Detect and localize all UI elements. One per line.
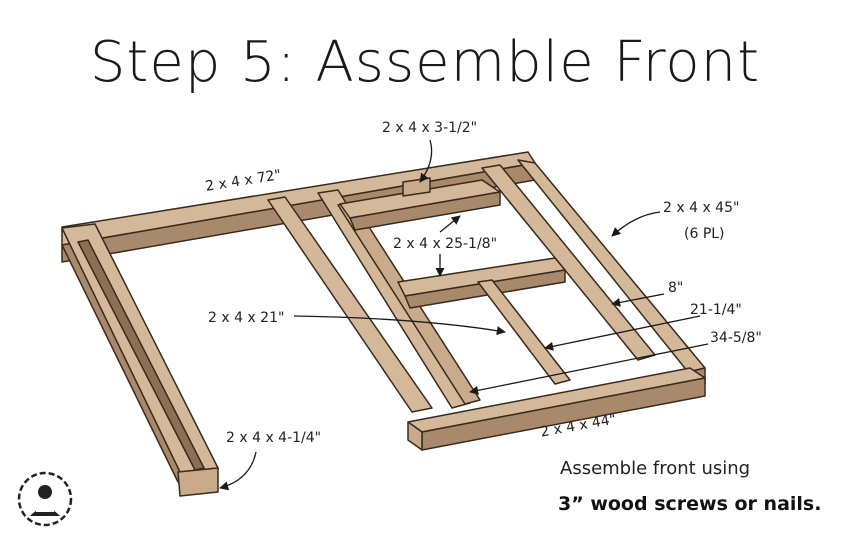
small-block xyxy=(402,177,431,197)
label-dim-21-1-4: 21-1/4" xyxy=(690,302,742,318)
label-short-piece: 2 x 4 x 21" xyxy=(208,310,285,326)
left-stile-groove xyxy=(77,239,205,471)
instruction-line-1: Assemble front using xyxy=(560,458,751,479)
arrow-short-piece xyxy=(293,315,506,336)
arrow-foot-block xyxy=(219,451,257,491)
woodworker-logo xyxy=(17,471,73,527)
frame-boards xyxy=(61,151,706,497)
mid-stile-a-top xyxy=(267,196,433,413)
arrow-dim-8 xyxy=(611,293,665,307)
annotation-arrows xyxy=(219,139,709,491)
label-foot-block: 2 x 4 x 4-1/4" xyxy=(226,430,322,446)
label-stiles-qty: (6 PL) xyxy=(684,226,725,242)
arrow-dim-34 xyxy=(469,343,709,395)
left-stile-end xyxy=(177,467,219,497)
arrow-dim-21 xyxy=(544,315,701,351)
upper-cross-rail-side xyxy=(349,191,501,231)
arrow-small-block xyxy=(419,139,433,183)
page-title: Step 5: Assemble Front xyxy=(89,30,761,95)
bottom-rail-end xyxy=(407,421,423,451)
arrow-middle-rail xyxy=(439,215,461,233)
inner-divider-top xyxy=(477,279,571,385)
label-middle-rail: 2 x 4 x 25-1/8" xyxy=(393,236,498,252)
label-small-block: 2 x 4 x 3-1/2" xyxy=(382,120,478,136)
label-dim-8: 8" xyxy=(668,280,684,296)
label-stiles: 2 x 4 x 45" xyxy=(663,200,740,216)
label-dim-34-5-8: 34-5/8" xyxy=(710,330,762,346)
instruction-line-2: 3” wood screws or nails. xyxy=(558,493,822,515)
arrow-stiles xyxy=(611,211,661,237)
